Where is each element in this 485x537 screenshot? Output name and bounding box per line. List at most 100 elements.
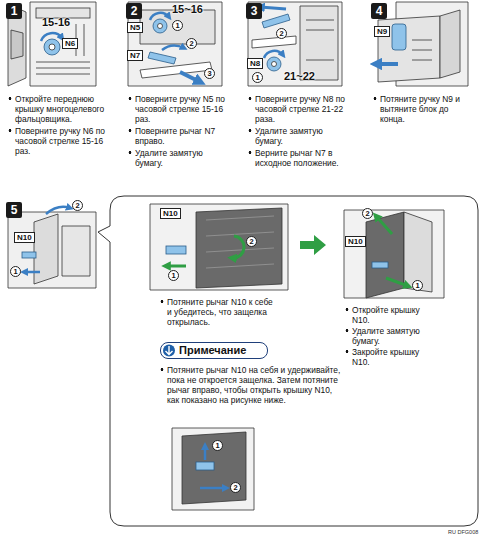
instruction-text: Поверните ручку N6 по часовой стрелке 15… (8, 126, 108, 156)
step5-illustration-part (46, 207, 70, 214)
step-number-text: 3 (251, 5, 258, 17)
step2-illustration-part (150, 13, 169, 20)
instruction-text: Закройте крышку N10. (345, 347, 438, 367)
callout-number: 1 (172, 20, 183, 31)
step3-illustration-part (267, 57, 281, 71)
turn-count: 15-16 (42, 16, 70, 28)
instruction-text: Поверните ручку N8 по часовой стрелке 21… (248, 94, 348, 124)
part-label: N6 (62, 38, 78, 49)
instruction-text: Потяните рычаг N10 на себя и удерживайте… (160, 365, 341, 405)
part-label: N8 (247, 58, 263, 69)
callout-number: 1 (10, 266, 21, 277)
callout-number: 2 (230, 482, 241, 493)
instruction-text: Верните рычаг N7 в исходное положение. (248, 148, 348, 168)
step3-illustration-part (252, 36, 296, 48)
transition-arrow (300, 235, 326, 255)
cover-photo (344, 210, 444, 298)
step1-illustration-part (30, 2, 96, 86)
step1-illustration-part (36, 24, 90, 74)
step2-illustration (128, 2, 222, 86)
instruction-text: Удалите замятую бумагу. (128, 148, 228, 168)
callout-number: 3 (204, 68, 215, 79)
latch-photo-part (166, 246, 186, 254)
step1-illustration-part (11, 30, 23, 59)
cover-photo-part (376, 216, 392, 234)
step5-illustration-part (8, 212, 96, 288)
turn-count: 15~16 (172, 3, 203, 15)
cover-photo-part (404, 212, 432, 292)
note-illustration-part (204, 446, 207, 460)
step1-illustration-part (49, 44, 55, 50)
step2-illustration-part (180, 72, 200, 82)
callout-number: 1 (212, 440, 223, 451)
step-number-text: 2 (131, 5, 138, 17)
step1-illustration-part (8, 4, 26, 86)
step5-illustration-part (34, 214, 58, 284)
step2-illustration-part (162, 45, 184, 50)
part-label: N5 (127, 22, 143, 33)
step1-illustration-part (44, 39, 60, 55)
step1-illustration-part (41, 33, 62, 41)
note-icon (163, 345, 175, 357)
callout-number: 2 (72, 200, 83, 211)
step3-illustration-part (306, 20, 334, 60)
callout-number: 2 (362, 208, 373, 219)
step2-illustration-part (140, 62, 212, 78)
note-illustration-part (196, 462, 214, 470)
note-illustration-part (172, 428, 254, 510)
callout-number: 2 (246, 236, 257, 247)
callout-number: 2 (186, 38, 197, 49)
note-icon-part (166, 346, 173, 355)
step3-illustration-part (248, 2, 342, 86)
part-label: N10 (160, 208, 181, 219)
callout-balloon: Потяните рычаг N10 к себе и убедитесь, ч… (110, 196, 478, 526)
instruction-text: Поверните рычаг N7 вправо. (128, 126, 228, 146)
step5-illustration (8, 207, 96, 288)
latch-photo-part (150, 204, 288, 290)
step-number: 3 (246, 3, 262, 19)
transition-arrow-part (300, 235, 326, 255)
balloon-outline (98, 196, 478, 526)
note-illustration (172, 428, 254, 510)
note-illustration-part (200, 487, 226, 490)
document-code: RU DFG008 (448, 529, 478, 535)
callout-number: 1 (168, 270, 179, 281)
instruction-text: Потяните ручку N9 и вытяните блок до кон… (373, 94, 473, 124)
step2-illustration-part (158, 24, 163, 29)
step4-illustration-part (392, 24, 406, 50)
latch-photo-part (196, 208, 282, 288)
cover-photo-part (386, 278, 408, 286)
step5-illustration-part (24, 271, 40, 274)
latch-photo-part (232, 236, 244, 258)
step2-illustration-part (153, 19, 167, 33)
step-number: 2 (126, 3, 142, 19)
step3-illustration-part (300, 6, 338, 80)
note-icon-part (163, 345, 175, 357)
step-number: 4 (371, 3, 387, 19)
instruction-text: Откройте переднюю крышку многоцелевого ф… (8, 94, 108, 124)
step-number-text: 4 (376, 5, 383, 17)
latch-photo-part (206, 216, 274, 268)
instruction-text: Удалите замятую бумагу. (345, 326, 438, 346)
step4-illustration-part (376, 62, 398, 66)
note-illustration-part (182, 432, 246, 504)
step4-illustration (376, 2, 468, 86)
step-number-text: 1 (11, 5, 18, 17)
step-number: 1 (6, 3, 22, 19)
step5-illustration-part (62, 226, 90, 276)
callout-number: 1 (252, 72, 263, 83)
cover-photo-part (366, 212, 404, 298)
instruction-text: Откройте крышку N10. (345, 305, 438, 325)
step5-illustration-part (22, 252, 36, 258)
step-number: 5 (6, 202, 22, 218)
note-heading: Примечание (179, 344, 246, 357)
instruction-text: Потяните рычаг N10 к себе и убедитесь, ч… (160, 297, 279, 327)
step3-illustration-part (272, 62, 277, 67)
latch-photo (150, 204, 288, 290)
part-label: N10 (345, 236, 366, 247)
step2-illustration-part (148, 52, 176, 64)
instruction-text: Удалите замятую бумагу. (248, 126, 348, 146)
latch-photo-part (166, 265, 186, 268)
turn-count: 21~22 (284, 70, 315, 82)
